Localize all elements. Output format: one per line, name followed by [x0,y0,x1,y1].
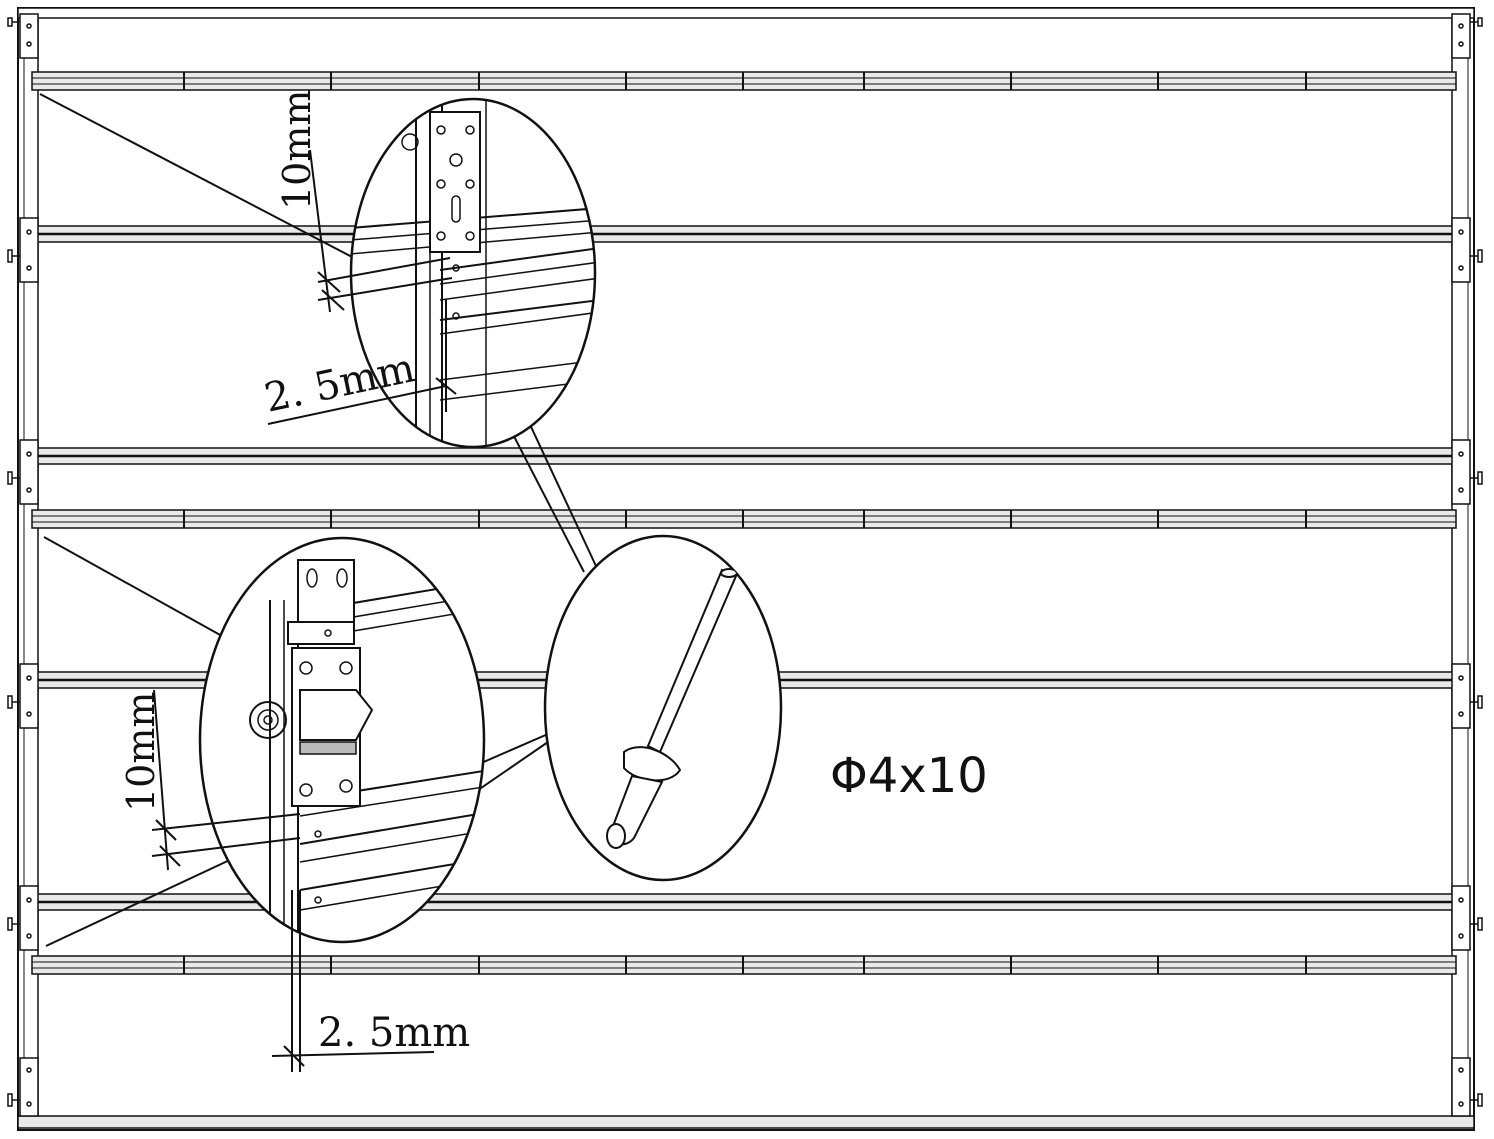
top-detail-callout [349,97,597,449]
bottom-detail-dimensions [151,689,435,1072]
left-hinge-3 [7,439,39,505]
left-hinge-5 [7,885,39,951]
left-hinge-top [7,13,39,59]
leader-bottom-detail-upper [43,536,223,637]
right-hinge-4 [1451,663,1483,729]
left-hinge-bottom [7,1057,39,1117]
top-detail-dimensions [267,149,457,425]
left-hinge-4 [7,663,39,729]
right-hinge-top [1451,13,1483,59]
top-detail-edge-gap-label: 2. 5mm [261,345,419,422]
right-hinge-5 [1451,885,1483,951]
rail-bottom [17,1115,1475,1129]
leader-top-detail [39,93,355,259]
bottom-detail-callout [198,536,486,944]
bottom-detail-vertical-gap-label: 10mm [119,692,163,812]
right-hinge-2 [1451,217,1483,283]
side-hinges [7,13,1483,1117]
top-detail-vertical-gap-label: 10mm [275,90,319,210]
leader-bottom-detail-lower [45,857,235,947]
rivet-detail-callout [543,534,783,882]
rivet-spec-label: Φ4x10 [830,748,988,804]
bottom-detail-edge-gap-label: 2. 5mm [318,1010,470,1056]
right-hinge-3 [1451,439,1483,505]
rail-top-header [17,7,1475,19]
rail-tick-marks [183,72,1307,974]
right-hinge-bottom [1451,1057,1483,1117]
rivet-icon [606,568,738,849]
horizontal-rails [17,7,1475,1129]
left-hinge-2 [7,217,39,283]
